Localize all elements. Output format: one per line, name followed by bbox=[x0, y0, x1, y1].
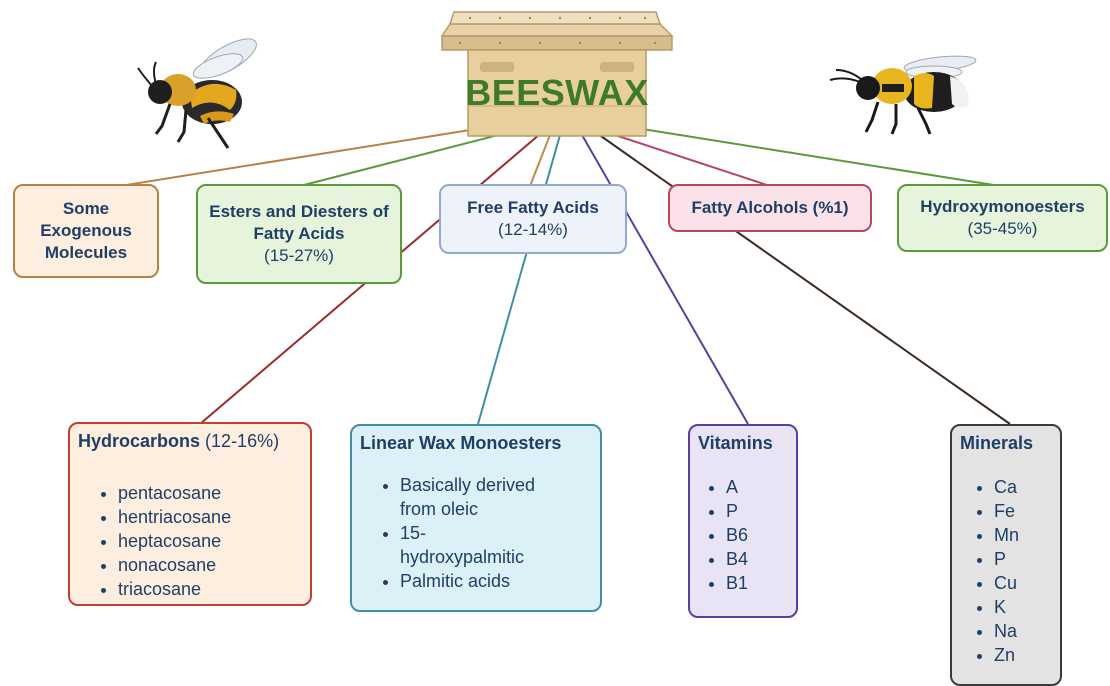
hydrocarbons-list: pentacosane hentriacosane heptacosane no… bbox=[78, 481, 302, 601]
hydrocarbons-title: Hydrocarbons bbox=[78, 431, 201, 451]
hydrocarbons-box: Hydrocarbons (12-16%) pentacosane hentri… bbox=[68, 422, 312, 606]
fatty-alcohols-title: Fatty Alcohols (%1) bbox=[691, 197, 849, 217]
list-item: 15-hydroxypalmitic bbox=[400, 521, 540, 569]
minerals-list: Ca Fe Mn P Cu K Na Zn bbox=[960, 475, 1052, 667]
list-item: Cu bbox=[994, 571, 1052, 595]
hydroxymonoesters-value: (35-45%) bbox=[967, 219, 1038, 238]
bee-icon bbox=[137, 38, 257, 149]
list-item: K bbox=[994, 595, 1052, 619]
list-item: Basically derived from oleic bbox=[400, 473, 570, 521]
esters-box: Esters and Diesters of Fatty Acids (15-2… bbox=[196, 184, 402, 284]
linear-wax-title: Linear Wax Monoesters bbox=[360, 433, 562, 453]
bumblebee-icon bbox=[829, 55, 977, 135]
esters-value: (15-27%) bbox=[264, 246, 334, 266]
free-fatty-acids-title: Free Fatty Acids bbox=[467, 197, 599, 217]
list-item: P bbox=[994, 547, 1052, 571]
link-linear-wax bbox=[477, 134, 561, 425]
list-item: A bbox=[726, 475, 788, 499]
list-item: Mn bbox=[994, 523, 1052, 547]
exogenous-title: Some Exogenous Molecules bbox=[40, 198, 132, 263]
vitamins-list: A P B6 B4 B1 bbox=[698, 475, 788, 595]
list-item: B1 bbox=[726, 571, 788, 595]
link-hydroxymonoesters bbox=[635, 127, 1001, 187]
fatty-alcohols-box: Fatty Alcohols (%1) bbox=[668, 184, 872, 232]
beehive-icon bbox=[440, 11, 674, 137]
hydrocarbons-value: (12-16%) bbox=[205, 431, 280, 451]
list-item: triacosane bbox=[118, 577, 302, 601]
hydroxymonoesters-box: Hydroxymonoesters (35-45%) bbox=[897, 184, 1108, 252]
list-item: P bbox=[726, 499, 788, 523]
link-free-fatty-acids bbox=[529, 134, 551, 187]
list-item: B4 bbox=[726, 547, 788, 571]
minerals-box: Minerals Ca Fe Mn P Cu K Na Zn bbox=[950, 424, 1062, 686]
free-fatty-acids-value: (12-14%) bbox=[498, 220, 568, 239]
linear-wax-list: Basically derived from oleic 15-hydroxyp… bbox=[360, 473, 570, 593]
list-item: Palmitic acids bbox=[400, 569, 570, 593]
list-item: nonacosane bbox=[118, 553, 302, 577]
link-vitamins bbox=[581, 134, 749, 425]
list-item: heptacosane bbox=[118, 529, 302, 553]
list-item: pentacosane bbox=[118, 481, 302, 505]
link-exogenous bbox=[119, 129, 471, 187]
link-fatty-alcohols bbox=[611, 133, 771, 187]
linear-wax-monoesters-box: Linear Wax Monoesters Basically derived … bbox=[350, 424, 602, 612]
minerals-title: Minerals bbox=[960, 433, 1034, 453]
vitamins-title: Vitamins bbox=[698, 433, 773, 453]
exogenous-molecules-box: Some Exogenous Molecules bbox=[13, 184, 159, 278]
list-item: Zn bbox=[994, 643, 1052, 667]
free-fatty-acids-box: Free Fatty Acids (12-14%) bbox=[439, 184, 627, 254]
link-minerals bbox=[597, 133, 1011, 425]
list-item: Na bbox=[994, 619, 1052, 643]
list-item: Fe bbox=[994, 499, 1052, 523]
vitamins-box: Vitamins A P B6 B4 B1 bbox=[688, 424, 798, 618]
list-item: Ca bbox=[994, 475, 1052, 499]
beeswax-title: BEESWAX bbox=[465, 72, 649, 113]
esters-title: Esters and Diesters of Fatty Acids bbox=[209, 201, 389, 243]
list-item: B6 bbox=[726, 523, 788, 547]
link-esters bbox=[299, 131, 511, 187]
list-item: hentriacosane bbox=[118, 505, 302, 529]
hydroxymonoesters-title: Hydroxymonoesters bbox=[920, 196, 1085, 216]
